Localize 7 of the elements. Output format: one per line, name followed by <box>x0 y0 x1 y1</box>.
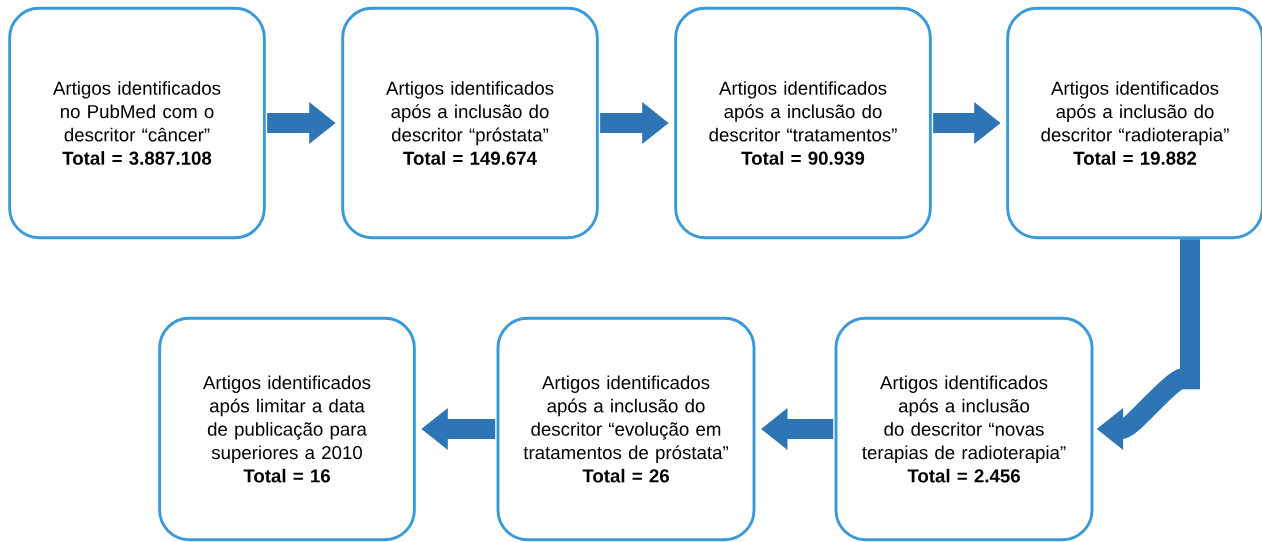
process-box: Artigos identificados após limitar a data de publicação para superiores a 2010 Total = 16 <box>158 316 416 542</box>
process-box: Artigos identificados após a inclusão do descritor “próstata” Total = 149.674 <box>341 6 599 240</box>
process-box: Artigos identificados após a inclusão do descritor “tratamentos” Total = 90.939 <box>674 6 932 240</box>
process-box: Artigos identificados após a inclusão do descritor “evolução em tratamentos de próstata” Total = 26 <box>496 316 756 542</box>
process-box: Artigos identificados após a inclusão do descritor “novas terapias de radioterapia” Total = 2.456 <box>834 316 1094 542</box>
process-box: Artigos identificados após a inclusão do descritor “radioterapia” Total = 19.882 <box>1006 6 1262 240</box>
process-box: Artigos identificados no PubMed com o descritor “câncer” Total = 3.887.108 <box>8 6 266 240</box>
